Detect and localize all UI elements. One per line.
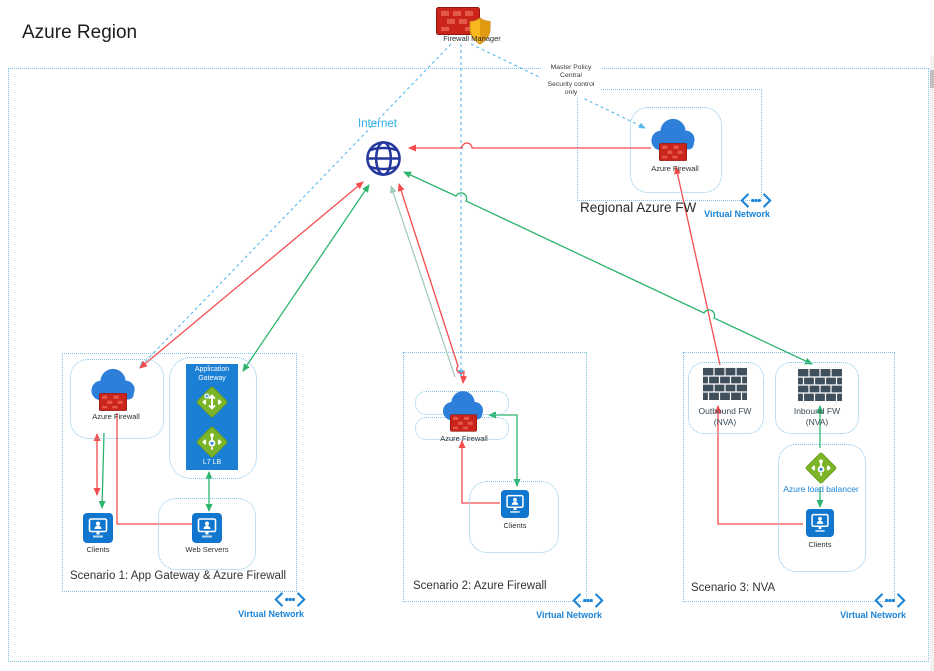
application-gateway-icon bbox=[196, 386, 228, 418]
clients-label: Clients bbox=[503, 521, 527, 530]
firewall-brick-icon bbox=[99, 393, 127, 411]
virtual-network-label: Virtual Network bbox=[536, 610, 602, 620]
inbound-fw-brick-icon bbox=[798, 369, 842, 401]
virtual-network-icon bbox=[740, 193, 772, 208]
scenario3-title: Scenario 3: NVA bbox=[691, 582, 776, 594]
virtual-network-label: Virtual Network bbox=[704, 209, 770, 219]
inbound-fw-label: Inbound FW (NVA) bbox=[793, 406, 841, 427]
scenario1-azure-firewall-icon bbox=[86, 366, 142, 414]
scenario2-title: Scenario 2: Azure Firewall bbox=[413, 580, 547, 592]
clients-icon bbox=[806, 509, 834, 537]
firewall-brick-icon bbox=[450, 414, 477, 432]
outbound-fw-brick-icon bbox=[703, 368, 747, 400]
internet-label: Internet bbox=[358, 118, 397, 130]
azure-load-balancer-icon bbox=[805, 452, 837, 484]
appgw-panel: Application Gateway L7 LB bbox=[186, 364, 238, 470]
outbound-fw-label: Outbound FW (NVA) bbox=[698, 406, 752, 427]
virtual-network-label: Virtual Network bbox=[840, 610, 906, 620]
scrollbar-thumb[interactable] bbox=[930, 70, 934, 88]
scenario1-title: Scenario 1: App Gateway & Azure Firewall bbox=[70, 570, 287, 582]
virtual-network-icon bbox=[274, 592, 306, 607]
web-servers-icon bbox=[192, 513, 222, 543]
virtual-network-icon bbox=[572, 593, 604, 608]
azure-region-title: Azure Region bbox=[22, 22, 138, 43]
firewall-manager-icon bbox=[436, 6, 494, 46]
regional-azure-firewall-icon bbox=[646, 116, 702, 164]
scenario2-box bbox=[403, 352, 587, 602]
regional-fw-title: Regional Azure FW bbox=[580, 200, 697, 215]
azure-load-balancer-label: Azure load balancer bbox=[783, 484, 859, 494]
clients-icon bbox=[501, 490, 529, 518]
globe-icon bbox=[366, 141, 401, 176]
inbound-fw-box bbox=[775, 362, 859, 434]
scenario2-azure-firewall-label: Azure Firewall bbox=[440, 434, 488, 443]
scenario1-azure-firewall-label: Azure Firewall bbox=[92, 412, 140, 421]
regional-azure-firewall-label: Azure Firewall bbox=[651, 164, 699, 173]
clients-label: Clients bbox=[86, 545, 110, 554]
virtual-network-icon bbox=[874, 593, 906, 608]
l7lb-label: L7 LB bbox=[202, 459, 222, 467]
clients-icon bbox=[83, 513, 113, 543]
scenario2-azure-firewall-icon bbox=[438, 388, 490, 436]
shield-icon bbox=[469, 17, 491, 45]
clients-label: Clients bbox=[808, 540, 832, 549]
web-servers-label: Web Servers bbox=[185, 545, 229, 554]
firewall-manager-label: Firewall Manager bbox=[443, 34, 501, 43]
master-policy-note: Master Policy Central Security control o… bbox=[541, 64, 601, 98]
appgw-title: Application Gateway bbox=[194, 366, 230, 382]
scrollbar-track[interactable] bbox=[930, 56, 934, 671]
l7-load-balancer-icon bbox=[196, 426, 228, 458]
virtual-network-label: Virtual Network bbox=[238, 609, 304, 619]
azure-region-border bbox=[8, 68, 929, 662]
firewall-brick-icon bbox=[659, 143, 687, 161]
